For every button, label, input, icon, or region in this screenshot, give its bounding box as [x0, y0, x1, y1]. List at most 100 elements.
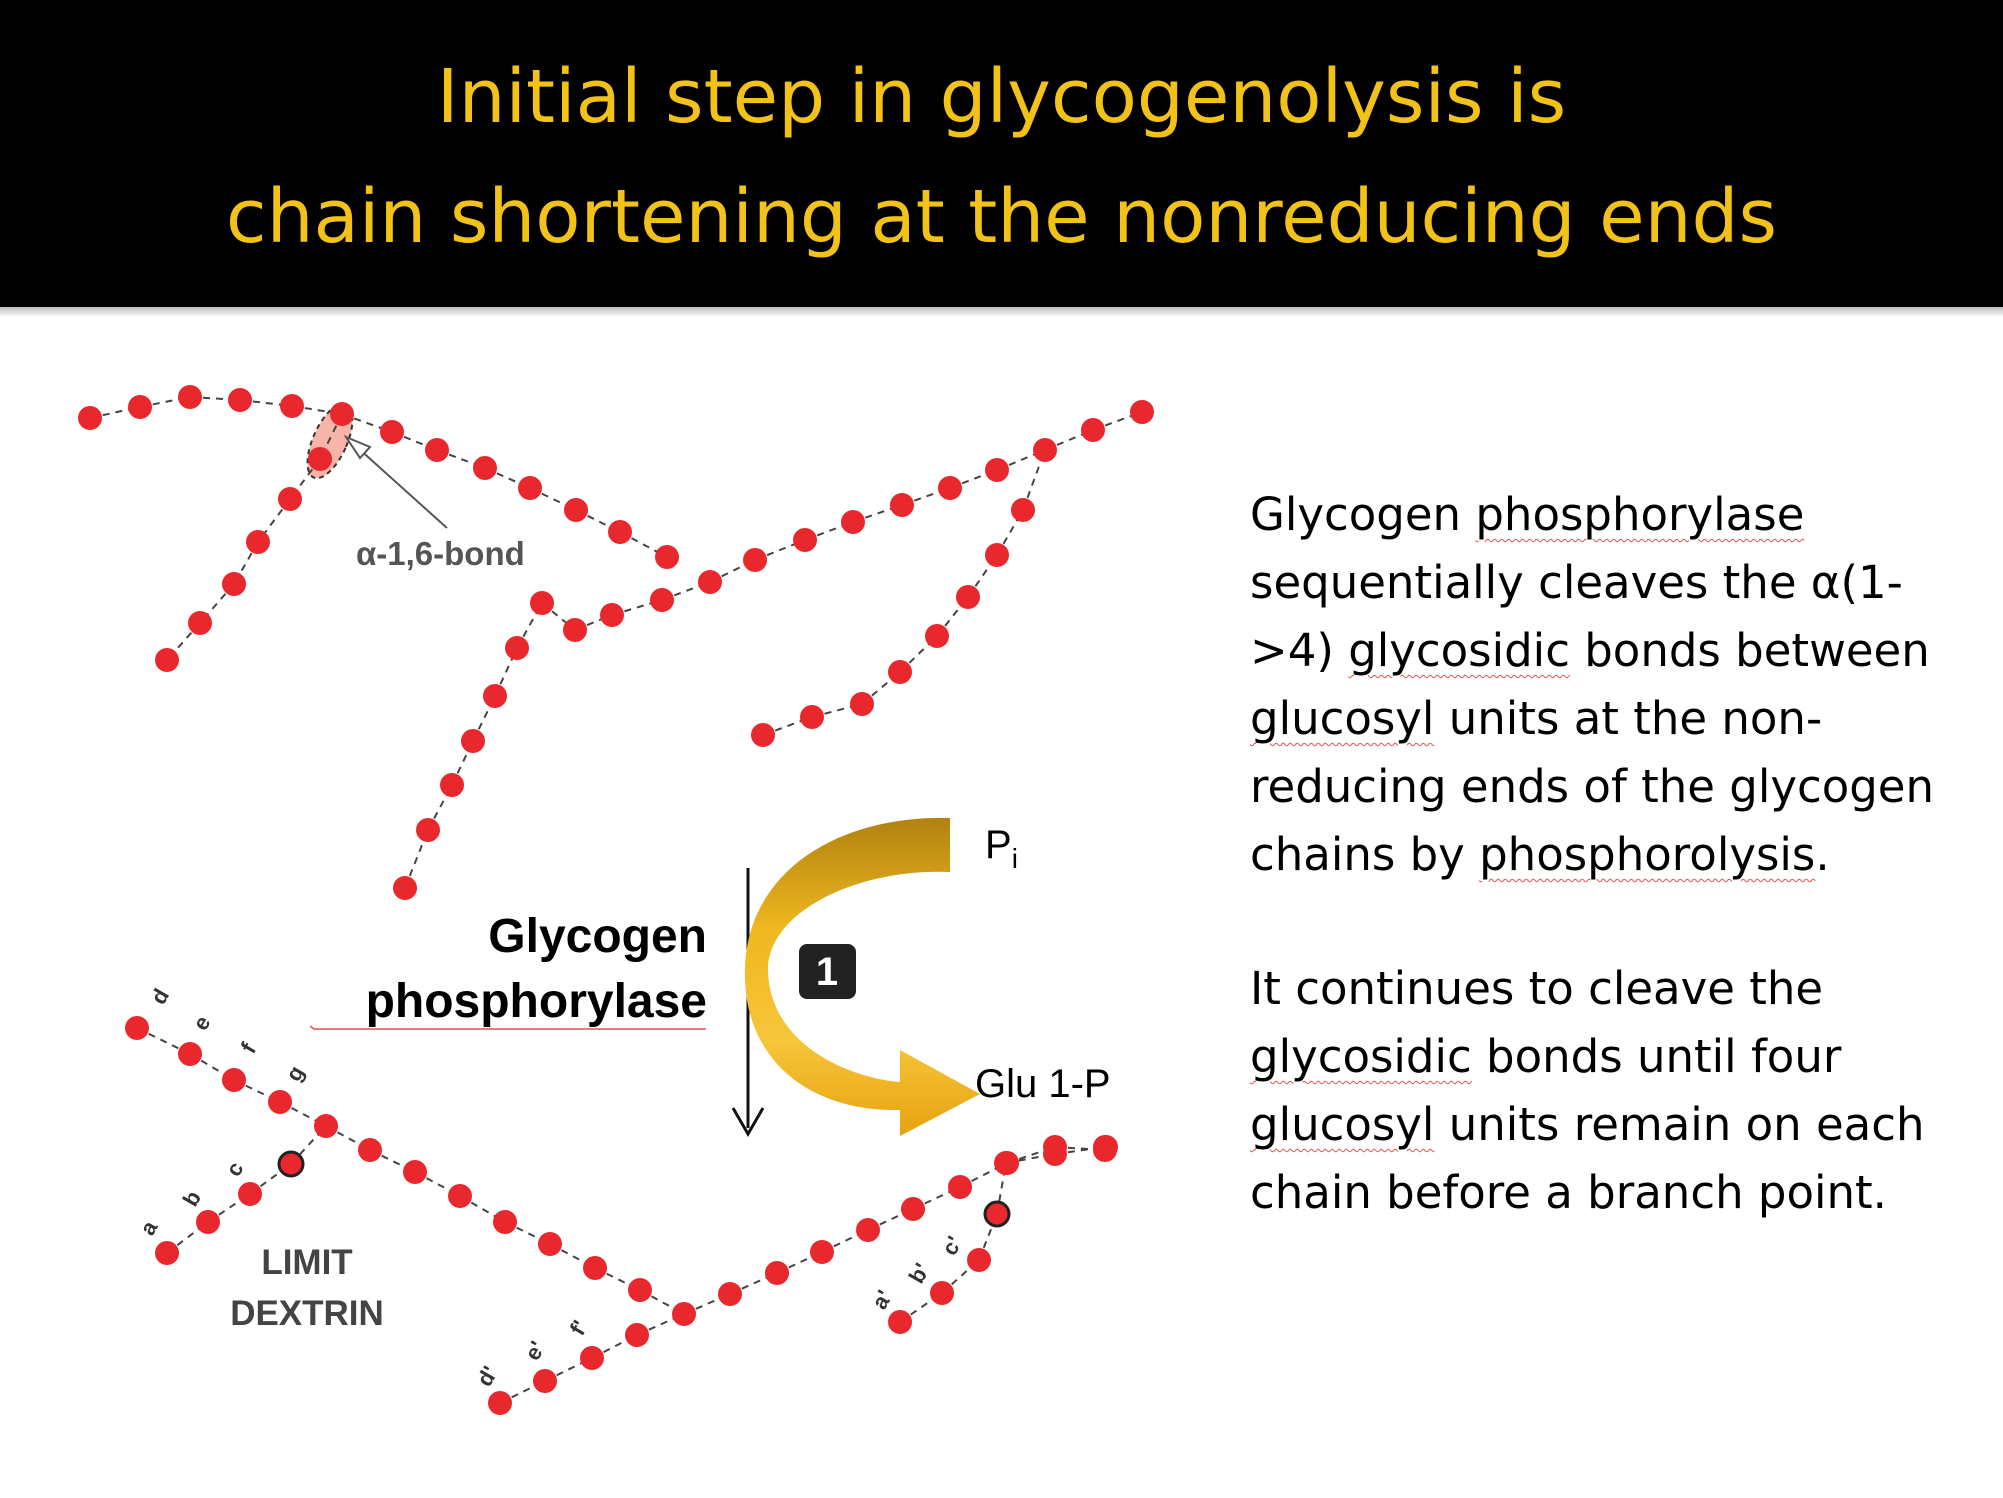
glucose-unit: [925, 624, 949, 648]
glucose-unit: [1043, 1142, 1067, 1166]
glycosidic-bond: [404, 829, 429, 889]
spellcheck-word: glucosyl: [1250, 692, 1435, 745]
paragraph-line: sequentially cleaves the α(1-: [1250, 556, 1903, 609]
spellcheck-word: glycosidic: [1348, 624, 1570, 677]
residue-letter: e: [188, 1011, 216, 1034]
bond-label: α-1,6-bond: [356, 535, 525, 572]
glucose-unit: [78, 406, 102, 430]
glucose-unit: [564, 498, 588, 522]
glucose-unit: [1081, 418, 1105, 442]
glucose-unit: [222, 1068, 246, 1092]
slide-title-line-1: Initial step in glycogenolysis is: [436, 54, 1567, 140]
glucose-unit: [246, 530, 270, 554]
glucose-unit: [1093, 1135, 1117, 1159]
residue-letter: b': [904, 1259, 935, 1288]
enzyme-label-spellcheck-squiggle: [309, 1025, 706, 1030]
residue-letter: b: [178, 1186, 206, 1210]
branch-point-unit: [277, 1150, 305, 1178]
glucose-unit: [125, 1016, 149, 1040]
phosphate-curved-arrow: [744, 817, 980, 1136]
glucose-unit: [1130, 400, 1154, 424]
glucose-unit: [155, 648, 179, 672]
glucose-unit: [222, 572, 246, 596]
glucose-unit: [850, 692, 874, 716]
glucose-unit: [888, 1310, 912, 1334]
residue-letter: a: [135, 1216, 163, 1240]
paragraph-line: chains by phosphorolysis.: [1250, 828, 1830, 881]
glucose-unit: [278, 487, 302, 511]
residue-letter: a': [867, 1286, 897, 1314]
spellcheck-word: phosphorolysis: [1479, 828, 1816, 881]
step-badge: [799, 944, 856, 999]
glucose-unit: [810, 1240, 834, 1264]
description-paragraph-1: Glycogen phosphorylase sequentially clea…: [1250, 481, 1934, 889]
glucose-unit: [583, 1256, 607, 1280]
residue-letter: c: [221, 1157, 249, 1180]
product-glu-1-p-label: Glu 1-P: [975, 1062, 1111, 1106]
glucose-unit: [625, 1323, 649, 1347]
paragraph-line: It continues to cleave the: [1250, 962, 1824, 1015]
spellcheck-word: glycosidic: [1250, 1030, 1472, 1083]
glucose-unit: [888, 660, 912, 684]
enzyme-label-line-2: phosphorylase: [366, 975, 707, 1028]
glucose-unit: [128, 395, 152, 419]
paragraph-line: chain before a branch point.: [1250, 1166, 1887, 1219]
glucose-unit: [901, 1197, 925, 1221]
paragraph-line: reducing ends of the glycogen: [1250, 760, 1935, 813]
enzyme-label-line-1: Glycogen: [488, 910, 707, 963]
reaction-arrowhead: [731, 1107, 765, 1138]
glucose-unit: [330, 402, 354, 426]
glucose-unit: [416, 818, 440, 842]
glucose-unit: [580, 1346, 604, 1370]
glucose-unit: [178, 385, 202, 409]
glucose-unit: [672, 1302, 696, 1326]
title-bar: [0, 0, 2003, 307]
glucose-unit: [308, 447, 332, 471]
glucose-unit: [228, 388, 252, 412]
glucose-unit: [1011, 498, 1035, 522]
description-paragraph-2: It continues to cleave the glycosidic bo…: [1250, 955, 1925, 1227]
phosphate-label: Pi: [985, 823, 1018, 874]
glucose-unit: [533, 1369, 557, 1393]
phosphate-subscript: i: [1012, 843, 1018, 874]
residue-letter: e': [520, 1337, 550, 1365]
paragraph-line: >4) glycosidic bonds between: [1250, 624, 1930, 677]
glucose-unit: [890, 493, 914, 517]
glucose-unit: [985, 458, 1009, 482]
glucose-unit: [841, 510, 865, 534]
glucose-unit: [238, 1182, 262, 1206]
glucose-unit: [930, 1281, 954, 1305]
glucose-unit: [563, 618, 587, 642]
residue-letter: c': [937, 1232, 967, 1260]
limit-dextrin-label-line-1: LIMIT: [261, 1243, 352, 1282]
glucose-unit: [530, 591, 554, 615]
residue-letter: f': [565, 1316, 593, 1339]
glucose-unit: [473, 456, 497, 480]
glucose-unit: [358, 1138, 382, 1162]
glucose-unit: [800, 705, 824, 729]
glucose-unit: [793, 528, 817, 552]
glucose-unit: [956, 585, 980, 609]
glucose-unit: [628, 1278, 652, 1302]
glucose-unit: [751, 723, 775, 747]
residue-letter: d: [146, 984, 174, 1008]
glucose-unit: [985, 543, 1009, 567]
glucose-unit: [393, 876, 417, 900]
residue-letter: d': [472, 1362, 503, 1391]
bond-callout-line: [357, 447, 448, 529]
glucose-unit: [461, 729, 485, 753]
glucose-unit: [380, 420, 404, 444]
slide-title-line-2: chain shortening at the nonreducing ends: [225, 174, 1778, 260]
glucose-unit: [698, 570, 722, 594]
glucose-unit: [938, 476, 962, 500]
glucose-unit: [600, 603, 624, 627]
glucose-unit: [196, 1210, 220, 1234]
glucose-unit: [856, 1218, 880, 1242]
glucose-unit: [948, 1175, 972, 1199]
glucose-unit: [967, 1248, 991, 1272]
glucose-unit: [505, 636, 529, 660]
glucose-unit: [994, 1151, 1018, 1175]
glucose-unit: [718, 1282, 742, 1306]
step-badge-number: 1: [816, 950, 838, 994]
